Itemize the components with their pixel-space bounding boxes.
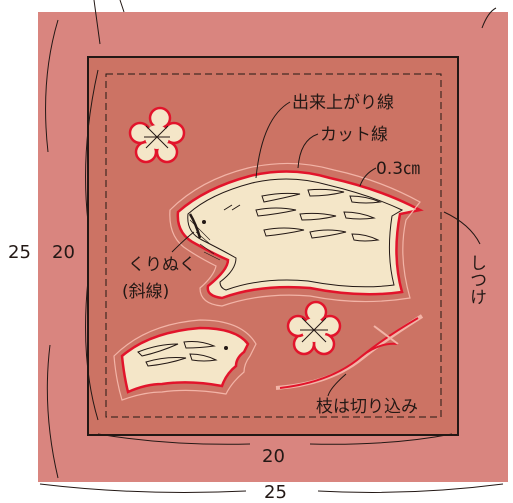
boar-small-eye bbox=[224, 346, 228, 350]
inner-height-label: 20 bbox=[52, 242, 75, 263]
leader-seam bbox=[359, 167, 377, 187]
leader-branch bbox=[327, 373, 347, 397]
leader-cut-out bbox=[171, 231, 195, 253]
boar-large-mouth bbox=[188, 213, 202, 239]
boar-large-eye-mark bbox=[223, 204, 241, 211]
boar-large-hatch bbox=[189, 219, 221, 261]
basting-label: しつけ bbox=[466, 254, 486, 305]
outer-width-bracket-right bbox=[317, 483, 504, 493]
leader-basting bbox=[443, 211, 481, 245]
cut-out-note-label: (斜線) bbox=[122, 282, 169, 302]
inner-height-bracket-top bbox=[85, 69, 99, 223]
boar-large-eye bbox=[202, 220, 206, 224]
leader-cut-line bbox=[297, 133, 319, 169]
inner-width-label: 20 bbox=[262, 446, 285, 467]
top-leader-lines bbox=[93, 0, 125, 45]
right-edge-line bbox=[481, 7, 497, 29]
plum-flower-bottom bbox=[286, 300, 342, 356]
leader-finished-line bbox=[255, 101, 291, 179]
finished-line-label: 出来上がり線 bbox=[292, 93, 394, 113]
inner-height-bracket-bottom bbox=[85, 279, 99, 421]
boar-small-cut bbox=[120, 326, 250, 394]
branch-note-label: 枝は切り込み bbox=[316, 397, 418, 417]
boar-large-stripes bbox=[255, 188, 382, 242]
seam-allowance-label: 0.3㎝ bbox=[376, 159, 420, 179]
boar-small-seam-outline bbox=[113, 319, 257, 401]
outer-height-bracket-bottom bbox=[46, 344, 59, 479]
outer-height-label: 25 bbox=[8, 242, 31, 263]
outer-width-bracket-left bbox=[39, 483, 247, 493]
basting-line bbox=[105, 73, 442, 418]
boar-large-finished bbox=[187, 178, 404, 291]
outer-width-label: 25 bbox=[264, 482, 287, 503]
cut-out-label: くりぬく bbox=[128, 255, 196, 275]
inner-width-bracket-left bbox=[97, 433, 251, 445]
boar-small bbox=[113, 319, 257, 401]
boar-small-stripes bbox=[137, 341, 218, 367]
plum-flower-top bbox=[128, 106, 186, 164]
inner-width-bracket-right bbox=[309, 433, 453, 445]
boar-large bbox=[169, 162, 424, 307]
cut-line-label: カット線 bbox=[320, 125, 388, 145]
outer-height-bracket-top bbox=[45, 19, 59, 153]
branch-cut bbox=[275, 314, 424, 390]
